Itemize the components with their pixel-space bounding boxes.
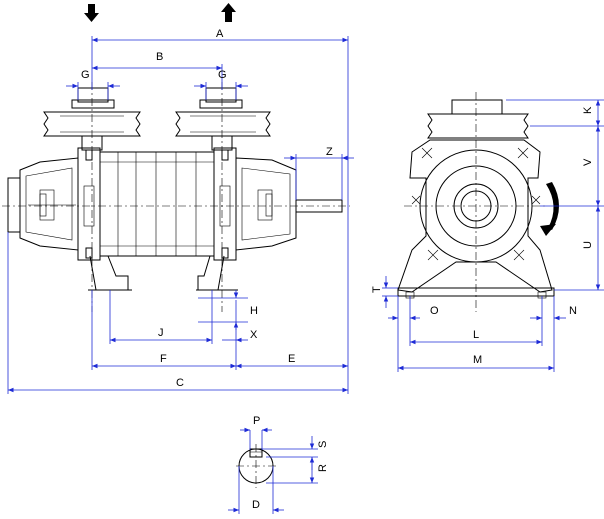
dim-label-f: F <box>160 353 167 365</box>
pump-feet <box>88 255 238 291</box>
right-pulley <box>175 87 271 151</box>
dim-label-u: U <box>582 241 594 249</box>
dim-label-s: S <box>317 441 329 448</box>
dim-label-r: R <box>317 464 329 472</box>
dim-label-d: D <box>252 499 260 511</box>
right-end-cover <box>235 157 297 251</box>
pump-end-view <box>397 92 555 312</box>
arrow-up-icon <box>221 3 236 22</box>
curved-arrow-icon <box>540 182 559 236</box>
dim-label-g-right: G <box>218 69 227 81</box>
dimension-labels: A B G G Z K V U T O N L M H J X F E C P … <box>81 28 594 511</box>
dim-label-b: B <box>156 51 163 63</box>
left-end-cover <box>7 157 79 251</box>
dim-label-h: H <box>250 305 258 317</box>
shaft-keyway-detail <box>236 444 276 488</box>
arrow-down-icon <box>84 4 99 22</box>
dim-label-o: O <box>430 305 439 317</box>
dim-label-g-left: G <box>81 69 90 81</box>
dim-label-v: V <box>582 158 594 166</box>
dim-label-z: Z <box>326 146 333 158</box>
dimension-lines <box>7 36 604 514</box>
dim-label-t: T <box>371 286 383 293</box>
dim-label-n: N <box>569 305 577 317</box>
dim-label-c: C <box>176 377 184 389</box>
dim-label-p: P <box>253 415 260 427</box>
pump-body <box>77 147 237 261</box>
dim-label-x: X <box>250 329 258 341</box>
dim-label-k: K <box>582 106 594 114</box>
dim-label-j: J <box>158 327 164 339</box>
dim-label-m: M <box>473 354 482 366</box>
dim-label-e: E <box>288 353 295 365</box>
pump-side-view <box>2 82 350 312</box>
dim-label-l: L <box>473 329 479 341</box>
dim-label-a: A <box>216 28 224 40</box>
